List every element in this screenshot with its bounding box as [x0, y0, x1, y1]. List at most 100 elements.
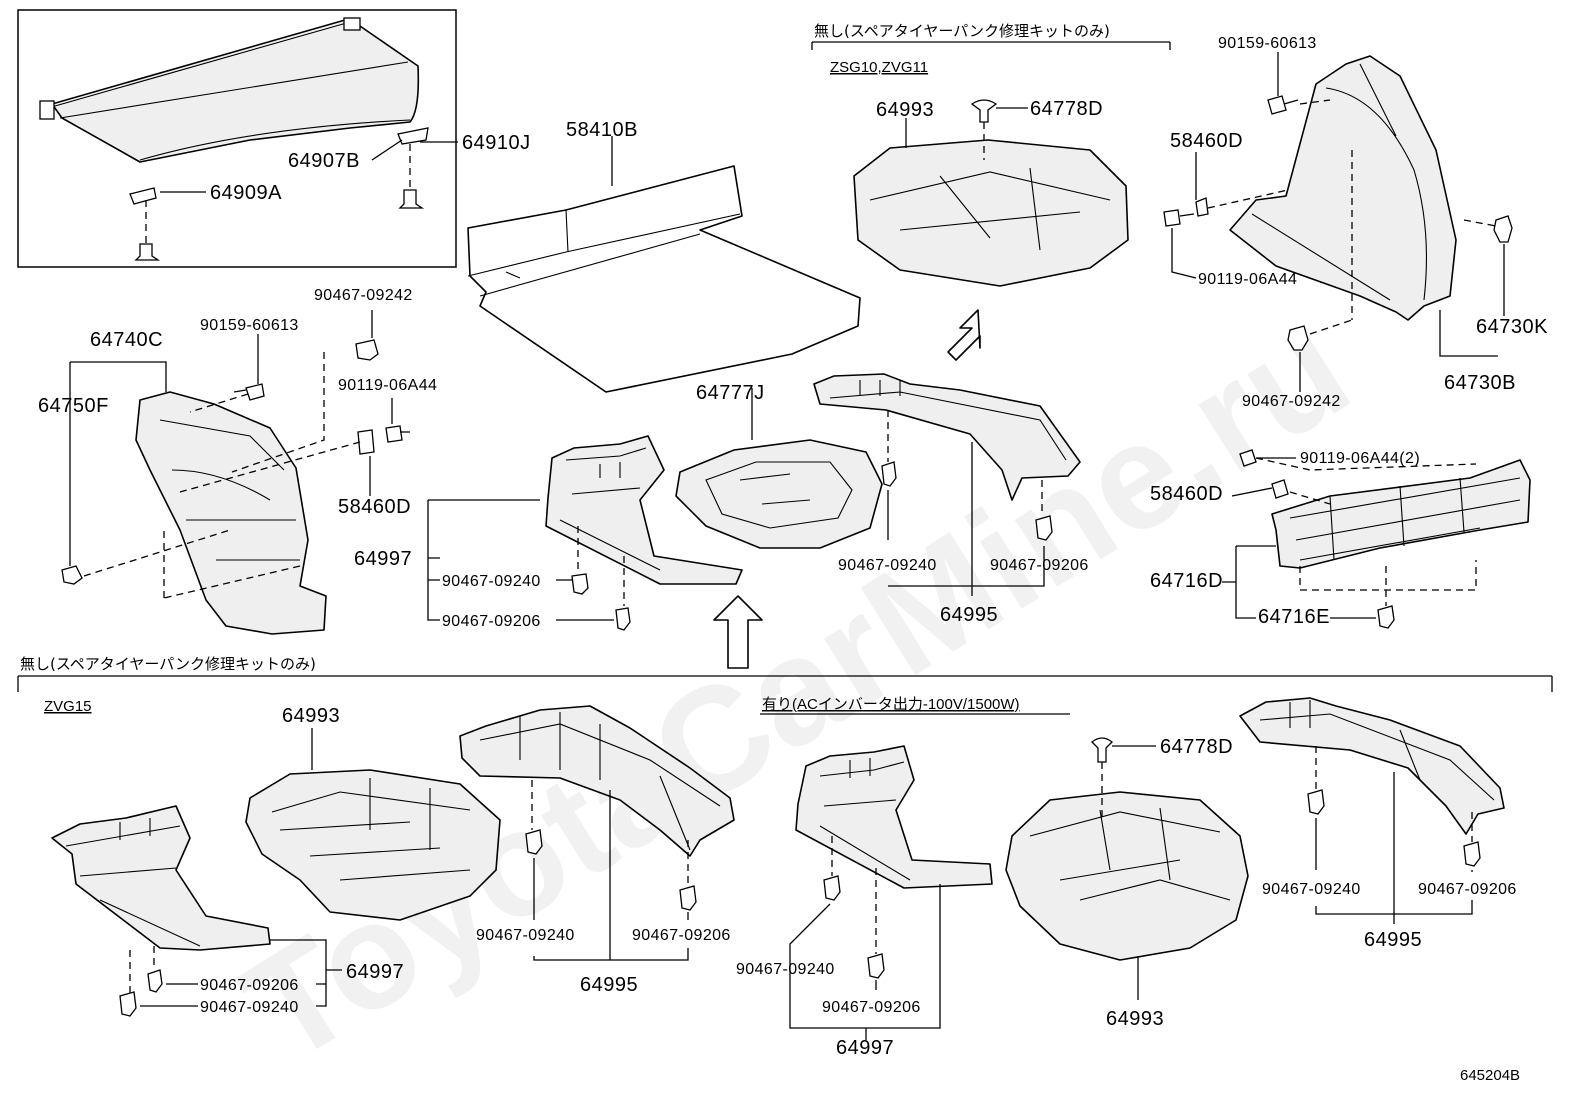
bolt-90119-right[interactable] — [1163, 209, 1195, 227]
label-64750F: 64750F — [38, 395, 109, 417]
label-64993-b1: 64993 — [282, 705, 340, 727]
label-64997-b1: 64997 — [346, 961, 404, 983]
clip-90467-09242-left[interactable] — [355, 339, 379, 361]
tray-64777J[interactable] — [675, 439, 883, 549]
label-90467-09240-mid2: 90467-09240 — [838, 557, 937, 574]
right-side-trim-group: 90159-60613 58460D 90119-06A44 64730K 64… — [1163, 35, 1548, 410]
label-90467-09206-mid2: 90467-09206 — [990, 557, 1089, 574]
label-58460D-right: 58460D — [1170, 130, 1243, 152]
label-64993-b4: 64993 — [1106, 1008, 1164, 1030]
bottom-section: 無し(スペアタイヤーパンク修理キットのみ) ZVG15 有り(ACインバータ出力… — [17, 655, 1553, 1059]
caption-model-top: ZSG10,ZVG11 — [830, 59, 928, 76]
clip-90467-09206-b1[interactable] — [147, 969, 163, 993]
nut-58460D-right[interactable] — [1195, 197, 1209, 217]
storage-64997-b1[interactable] — [51, 805, 271, 951]
label-64997-mid: 64997 — [354, 548, 412, 570]
clip-90467-09240-mid2[interactable] — [881, 461, 897, 487]
rear-sill-group: 90119-06A44(2) 58460D 64716D 64716E — [1150, 449, 1531, 629]
nut-58460D-bumper[interactable] — [1271, 479, 1289, 499]
clip-90467-09206-b5[interactable] — [1463, 841, 1481, 867]
nut-58460D-left[interactable] — [357, 429, 375, 455]
bolt-90159-right[interactable] — [1267, 95, 1299, 115]
label-64730K: 64730K — [1476, 316, 1548, 338]
clip-90467-09206-mid[interactable] — [615, 607, 631, 631]
label-90467-09240-b2: 90467-09240 — [476, 927, 575, 944]
luggage-mat-part[interactable] — [467, 165, 861, 393]
label-64995-b2: 64995 — [580, 974, 638, 996]
label-64740C: 64740C — [90, 329, 163, 351]
label-90467-09240-mid: 90467-09240 — [442, 573, 541, 590]
storage-64995-b5[interactable] — [1239, 697, 1505, 835]
spare-cover-64993-b4[interactable] — [1005, 791, 1249, 961]
luggage-mat-group: 58410B — [467, 119, 861, 393]
arrow-up — [713, 595, 763, 669]
spare-cover-64993-b1[interactable] — [245, 769, 501, 921]
clip-64778D-top[interactable] — [970, 99, 998, 123]
clip-64750F[interactable] — [61, 565, 83, 585]
label-90467-09240-b3: 90467-09240 — [736, 961, 835, 978]
label-90467-09206-b5: 90467-09206 — [1418, 881, 1517, 898]
clip-90467-09240-b1[interactable] — [119, 991, 137, 1017]
spare-cover-64993-top[interactable] — [853, 139, 1129, 287]
clip-64730K[interactable] — [1493, 215, 1513, 243]
left-side-trim-group: 90467-09242 90159-60613 64740C 64750F 90… — [38, 287, 437, 635]
clip-90467-09240-b3[interactable] — [823, 875, 841, 901]
tonneau-screw-left[interactable] — [134, 243, 161, 261]
label-64993-top: 64993 — [876, 99, 934, 121]
label-90119-06A44-2: 90119-06A44(2) — [1300, 450, 1420, 467]
tonneau-screw-right[interactable] — [398, 189, 425, 209]
label-64907B: 64907B — [288, 150, 360, 172]
label-90467-09206-mid: 90467-09206 — [442, 613, 541, 630]
tonneau-cover-frame — [17, 9, 457, 268]
clip-90467-09206-mid2[interactable] — [1035, 515, 1053, 541]
clip-90467-09206-b2[interactable] — [679, 885, 697, 911]
label-90467-09242-right: 90467-09242 — [1242, 393, 1341, 410]
label-64997-b3: 64997 — [836, 1037, 894, 1059]
label-90467-09206-b1: 90467-09206 — [200, 977, 299, 994]
clip-90467-09240-b2[interactable] — [525, 829, 543, 855]
label-90467-09206-b3: 90467-09206 — [822, 999, 921, 1016]
caption-ac-inverter: 有り(ACインバータ出力-100V/1500W) — [762, 696, 1020, 713]
label-64716D: 64716D — [1150, 570, 1223, 592]
label-64777J: 64777J — [696, 382, 765, 404]
storage-64995-mid[interactable] — [813, 373, 1081, 501]
label-90159-60613-left: 90159-60613 — [200, 317, 299, 334]
storage-64995-b2[interactable] — [459, 705, 735, 857]
bolt-90119-bumper[interactable] — [1239, 449, 1257, 467]
label-64778D-top: 64778D — [1030, 98, 1103, 120]
left-deck-trim-part[interactable] — [135, 391, 327, 635]
label-90467-09206-b2: 90467-09206 — [632, 927, 731, 944]
clip-90467-09242-right[interactable] — [1287, 325, 1309, 351]
caption-spare-none-bottom: 無し(スペアタイヤーパンク修理キットのみ) — [20, 655, 316, 673]
diagram-reference: 645204B — [1460, 1067, 1520, 1084]
label-64730B: 64730B — [1444, 372, 1516, 394]
label-58460D-left: 58460D — [338, 496, 411, 518]
label-90467-09240-b5: 90467-09240 — [1262, 881, 1361, 898]
tonneau-cover-group: 64910J 64907B 64909A — [17, 9, 531, 268]
label-90119-06A44-right: 90119-06A44 — [1198, 271, 1297, 288]
bolt-90159-left[interactable] — [233, 383, 265, 401]
clip-90467-09240-mid[interactable] — [571, 573, 589, 595]
right-deck-trim-part[interactable] — [1229, 55, 1457, 321]
caption-spare-none-top: 無し(スペアタイヤーパンク修理キットのみ) — [814, 22, 1110, 40]
label-64716E: 64716E — [1258, 606, 1330, 628]
storage-64997-mid[interactable] — [545, 435, 743, 585]
label-64995-b5: 64995 — [1364, 929, 1422, 951]
bolt-90119-left[interactable] — [385, 425, 410, 443]
label-64910J: 64910J — [462, 132, 531, 154]
middle-storage-group: 64777J 64997 90467-09240 90467-09206 904… — [354, 373, 1089, 669]
storage-64997-b3[interactable] — [795, 745, 993, 889]
label-90467-09240-b1: 90467-09240 — [200, 999, 299, 1016]
clip-64778D-b4[interactable] — [1091, 737, 1113, 763]
label-64778D-b4: 64778D — [1160, 736, 1233, 758]
caption-model-bottom: ZVG15 — [44, 698, 92, 715]
label-58460D-bumper: 58460D — [1150, 483, 1223, 505]
clip-90467-09206-b3[interactable] — [867, 953, 885, 979]
label-64909A: 64909A — [210, 182, 282, 204]
label-58410B: 58410B — [566, 119, 638, 141]
clip-90467-09240-b5[interactable] — [1307, 789, 1325, 815]
clip-64716E[interactable] — [1377, 605, 1395, 629]
label-90467-09242-left: 90467-09242 — [314, 287, 413, 304]
label-90119-06A44-left: 90119-06A44 — [338, 377, 437, 394]
